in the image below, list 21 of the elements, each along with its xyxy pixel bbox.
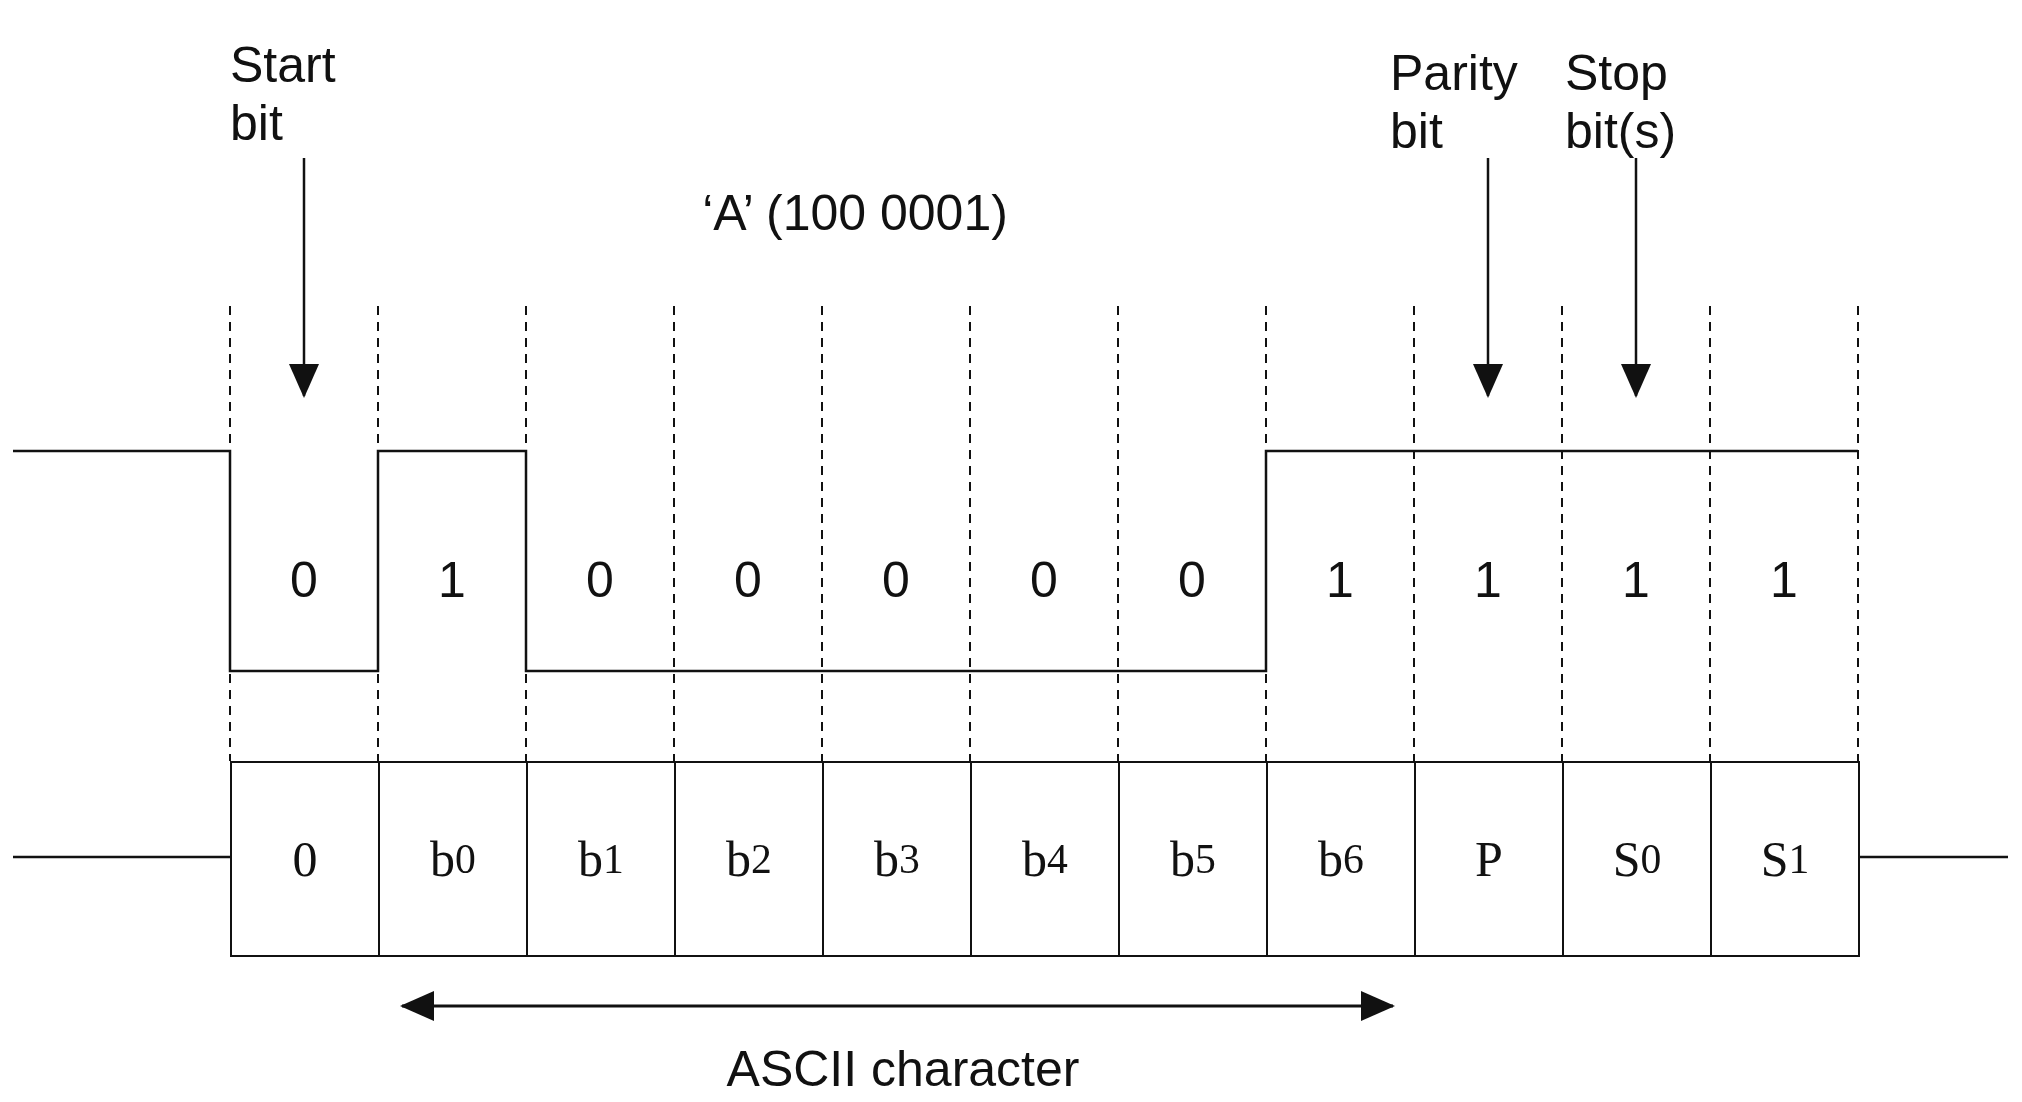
bit-value: 0 bbox=[1030, 551, 1058, 609]
character-caption: ‘A’ (100 0001) bbox=[702, 184, 1008, 242]
bit-label: Stop bit(s) bbox=[1565, 44, 1735, 160]
bit-value: 1 bbox=[1622, 551, 1650, 609]
bit-label: Start bit bbox=[230, 36, 400, 152]
bit-label: Parity bit bbox=[1390, 44, 1560, 160]
bit-value: 1 bbox=[438, 551, 466, 609]
bit-value: 0 bbox=[734, 551, 762, 609]
span-label: ASCII character bbox=[726, 1040, 1080, 1098]
bit-value: 1 bbox=[1474, 551, 1502, 609]
leader-arrow bbox=[289, 158, 319, 398]
bit-value: 0 bbox=[290, 551, 318, 609]
leader-arrow bbox=[1473, 158, 1503, 398]
bit-value: 0 bbox=[882, 551, 910, 609]
leader-arrow bbox=[1621, 158, 1651, 398]
bit-value: 1 bbox=[1326, 551, 1354, 609]
frame-bit-cell: 0 bbox=[230, 761, 380, 957]
bit-value: 0 bbox=[586, 551, 614, 609]
frame-bit-cell: P bbox=[1414, 761, 1564, 957]
bit-value: 0 bbox=[1178, 551, 1206, 609]
bit-value: 1 bbox=[1770, 551, 1798, 609]
